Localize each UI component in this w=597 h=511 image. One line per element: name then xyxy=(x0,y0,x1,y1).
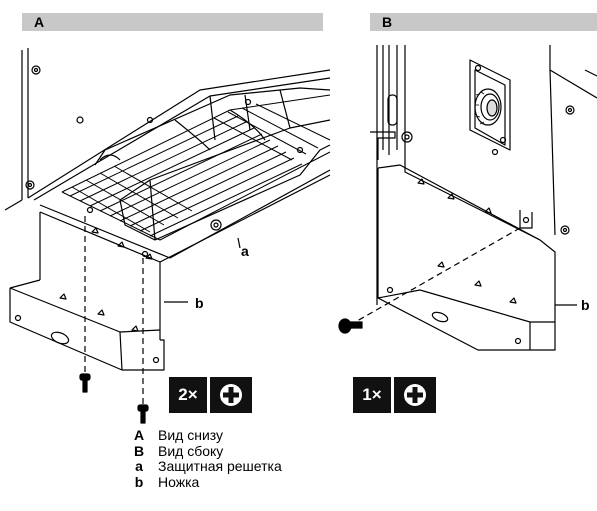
screw-count-badge-left: 2× xyxy=(169,377,252,413)
legend-key: B xyxy=(133,442,145,459)
bottom-view-drawing xyxy=(4,48,331,424)
legend-item: A Вид снизу xyxy=(124,427,282,444)
screw-count-right: 1× xyxy=(353,377,391,413)
panel-a-header: A xyxy=(22,13,323,31)
legend-text: Вид сбоку xyxy=(158,442,224,459)
panel-a-label: A xyxy=(34,14,45,30)
legend-text: Ножка xyxy=(158,473,200,490)
screw-count-badge-right: 1× xyxy=(353,377,436,413)
callout-foot-label-left: b xyxy=(195,295,204,311)
phillips-screw-icon xyxy=(394,377,436,413)
panel-b-label: B xyxy=(382,14,393,30)
legend-text: Вид снизу xyxy=(158,427,224,443)
phillips-screw-icon xyxy=(210,377,252,413)
side-view-drawing xyxy=(338,45,597,351)
callout-foot-label-right: b xyxy=(581,297,590,313)
legend-key: a xyxy=(135,458,143,474)
legend: A Вид снизу B Вид сбоку a Защитная решет… xyxy=(124,427,282,491)
legend-key: b xyxy=(134,473,144,490)
callout-grille-label: a xyxy=(241,243,249,259)
legend-item: B Вид сбоку xyxy=(124,442,282,460)
legend-text: Защитная решетка xyxy=(158,458,282,474)
panel-b-header: B xyxy=(370,13,597,31)
screw-count-left: 2× xyxy=(169,377,207,413)
legend-item: a Защитная решетка xyxy=(124,458,282,475)
legend-item: b Ножка xyxy=(124,473,282,491)
legend-key: A xyxy=(133,427,145,443)
